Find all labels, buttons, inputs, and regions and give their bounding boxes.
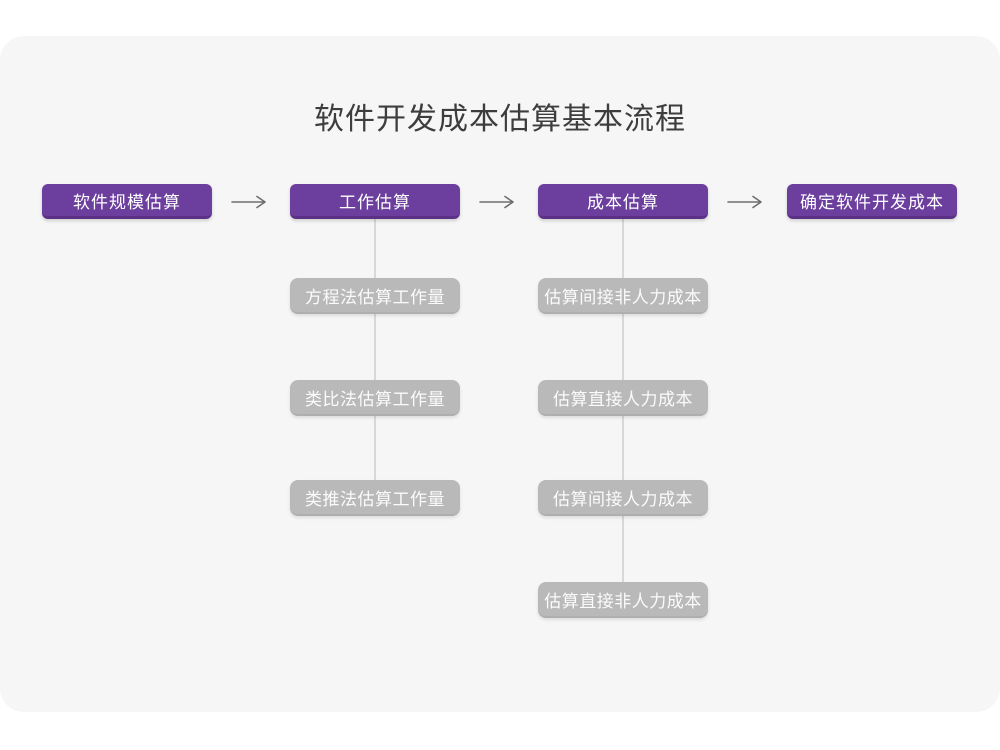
- diagram-title: 软件开发成本估算基本流程: [314, 103, 686, 136]
- substep-direct-labor-cost: 估算直接人力成本: [538, 380, 708, 416]
- connector-work-estimation: [374, 218, 376, 499]
- arrow-right-icon: [725, 195, 765, 209]
- substep-direct-non-labor-cost: 估算直接非人力成本: [538, 582, 708, 618]
- arrow-right-icon: [477, 195, 517, 209]
- substep-analogy-method-workload: 类比法估算工作量: [290, 380, 460, 416]
- stage-cost-estimation: 成本估算: [538, 184, 708, 219]
- diagram-card: [0, 36, 1000, 712]
- arrow-right-icon: [229, 195, 269, 209]
- stage-software-scale-estimation: 软件规模估算: [42, 184, 212, 219]
- substep-extrapolation-method-workload: 类推法估算工作量: [290, 480, 460, 516]
- substep-indirect-labor-cost: 估算间接人力成本: [538, 480, 708, 516]
- substep-indirect-non-labor-cost: 估算间接非人力成本: [538, 278, 708, 314]
- substep-equation-method-workload: 方程法估算工作量: [290, 278, 460, 314]
- stage-work-estimation: 工作估算: [290, 184, 460, 219]
- stage-determine-development-cost: 确定软件开发成本: [787, 184, 957, 219]
